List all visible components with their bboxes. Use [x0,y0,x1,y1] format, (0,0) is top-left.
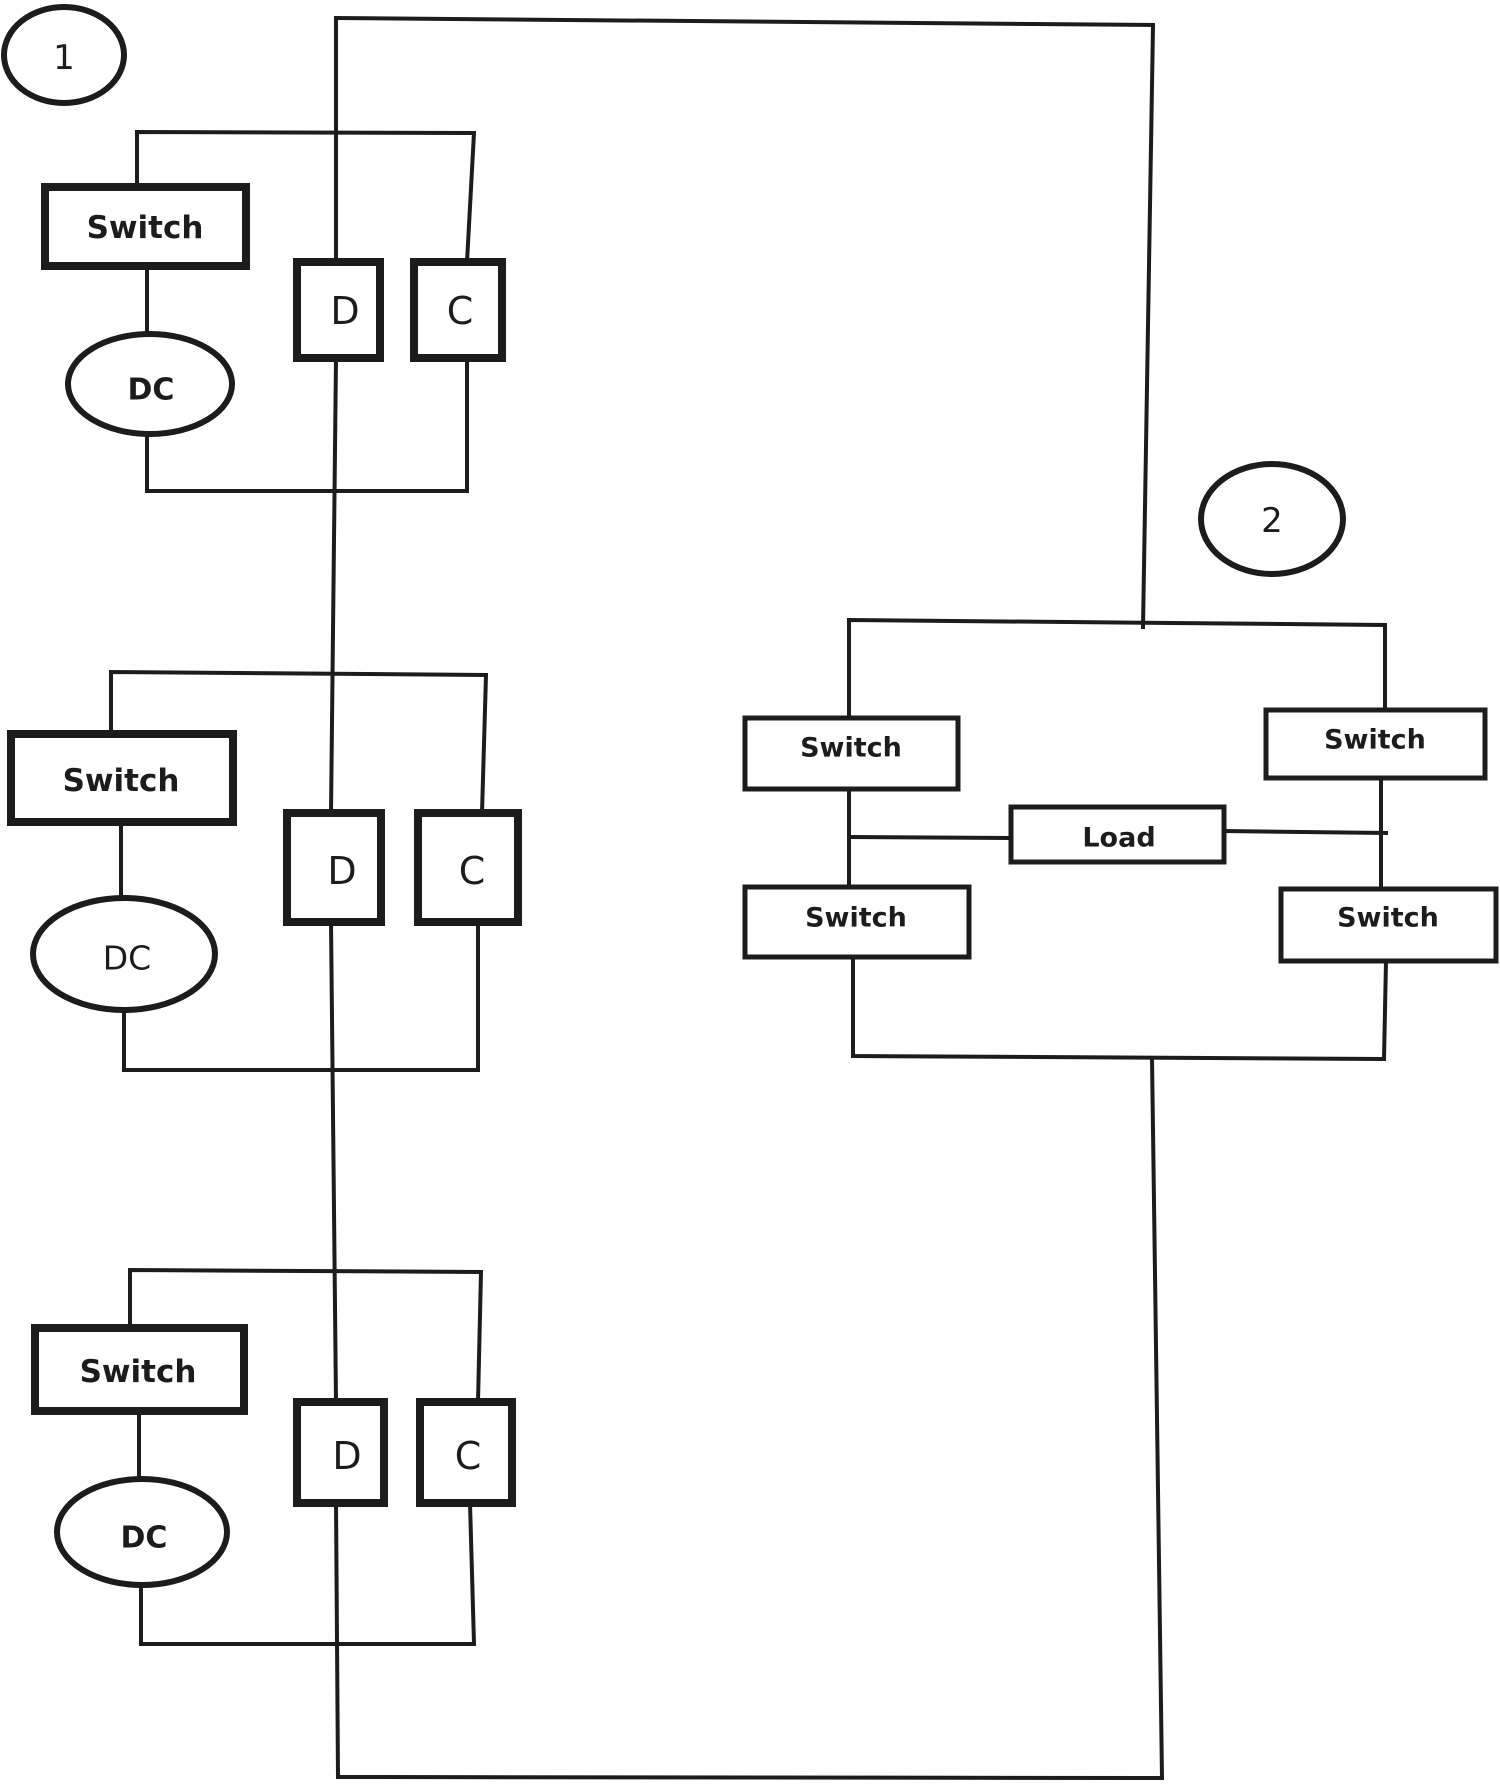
module-1-dc-source: DC [65,331,235,437]
bottom-bus-wire [335,1774,1165,1781]
module-3-d-label: D [332,1434,361,1478]
module-2-c-box: C [414,809,522,926]
module-3-switch: Switch [31,1324,248,1415]
d-column-spine-wire [328,16,341,1780]
module-2-switch-label: Switch [63,763,180,799]
module-1-c-label: C [447,289,474,333]
module-2-loop-wire [109,669,489,1072]
module-1-switch: Switch [41,183,250,270]
bridge-load: Load [1008,804,1227,865]
bridge-switch-top-right-label: Switch [1324,725,1426,756]
module-3: Switch DC D C [31,1324,516,1588]
module-1-c-box: C [410,258,506,362]
bridge-switch-top-left-label: Switch [800,733,902,764]
module-3-switch-label: Switch [80,1354,197,1390]
module-2-dc-label: DC [103,939,151,978]
section-marker-2-label: 2 [1261,501,1283,541]
bridge-switch-bottom-right: Switch [1278,886,1499,964]
module-2-c-label: C [459,849,486,893]
section-marker-1: 1 [1,4,127,106]
module-1-loop-wire [135,129,477,493]
module-2-d-label: D [327,849,356,893]
module-1-switch-label: Switch [87,210,204,246]
module-1-d-label: D [330,289,359,333]
module-3-d-box: D [293,1398,388,1507]
bridge-switch-top-right: Switch [1263,707,1488,781]
module-2-d-box: D [283,809,385,926]
module-1: Switch DC D C [41,183,506,437]
wires [109,15,1389,1781]
module-3-loop-wire [128,1267,484,1646]
top-bus-wire [333,15,1156,28]
bridge-switch-top-left: Switch [742,715,961,792]
module-3-c-box: C [416,1398,516,1507]
bridge-switch-bottom-left-label: Switch [805,903,907,934]
section-marker-2: 2 [1198,461,1346,577]
section-marker-1-label: 1 [53,38,75,78]
right-top-feed-wire [1140,22,1156,630]
h-bridge: Switch Switch Switch Switch Load [742,707,1499,964]
module-2: Switch DC D C [7,730,522,1013]
module-1-dc-label: DC [128,373,175,408]
module-1-d-box: D [293,258,384,362]
module-3-dc-label: DC [121,1521,168,1556]
module-2-dc-source: DC [30,895,218,1013]
module-2-switch: Switch [7,730,237,826]
right-bottom-feed-wire [1149,1055,1165,1781]
bridge-switch-bottom-left: Switch [742,884,972,960]
bridge-load-label: Load [1082,823,1155,854]
module-3-dc-source: DC [54,1476,230,1588]
bridge-load-wire [846,828,1389,841]
bridge-switch-bottom-right-label: Switch [1337,903,1439,934]
module-3-c-label: C [455,1434,482,1478]
